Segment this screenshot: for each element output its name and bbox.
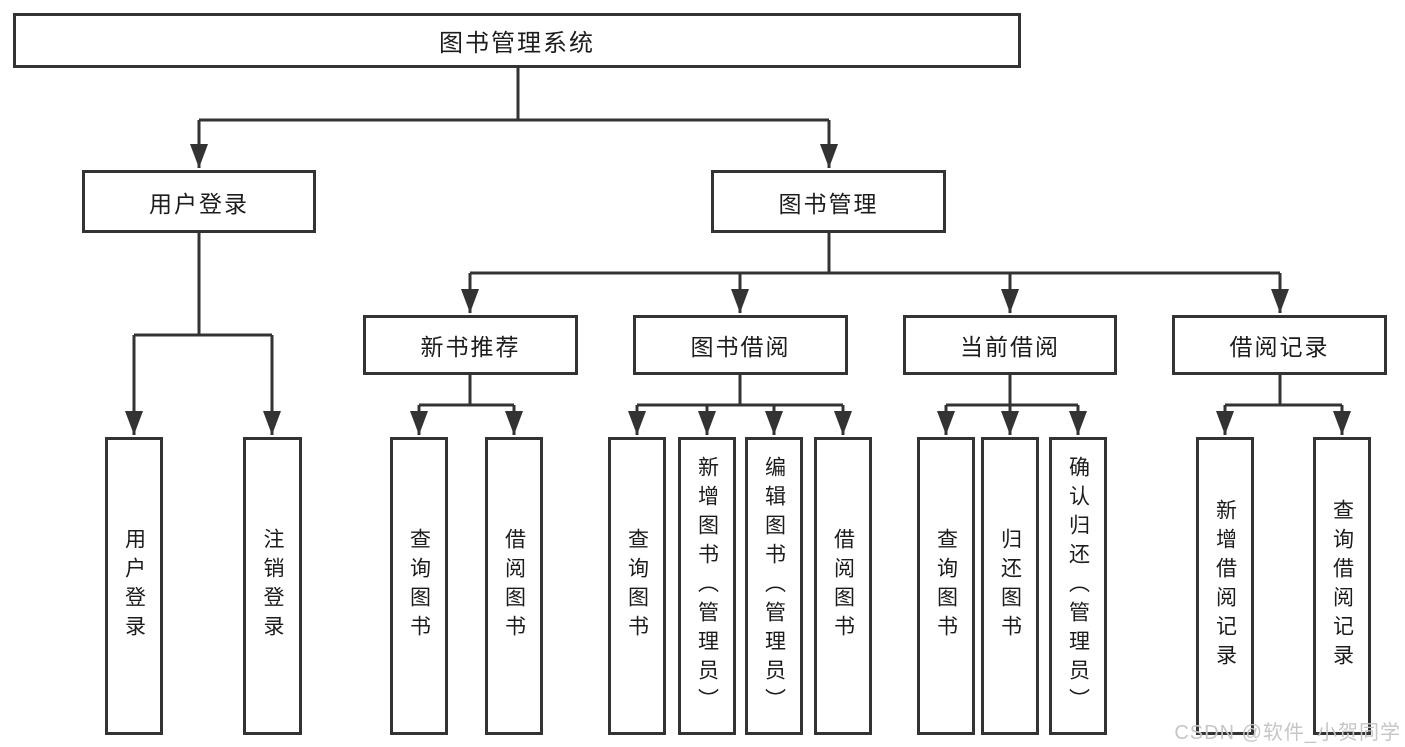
- node-user-login: 用户登录: [82, 170, 316, 233]
- leaf-user-login: 用户登录: [105, 437, 163, 735]
- node-book-borrowing: 图书借阅: [633, 315, 848, 375]
- connector-borrowing-records-children: [1216, 375, 1351, 435]
- leaf-add-books-admin: 新增图书（管理员）: [678, 437, 736, 735]
- connector-root-to-level2: [190, 68, 838, 168]
- leaf-logout: 注销登录: [243, 437, 302, 735]
- leaf-query-books-borrowing: 查询图书: [608, 437, 666, 735]
- node-library-management-system: 图书管理系统: [13, 13, 1021, 68]
- node-book-management: 图书管理: [711, 170, 946, 233]
- node-borrowing-records: 借阅记录: [1172, 315, 1387, 375]
- node-new-book-recommendation: 新书推荐: [363, 315, 578, 375]
- leaf-add-borrow-record: 新增借阅记录: [1196, 437, 1254, 735]
- connector-current-borrowing-children: [937, 375, 1087, 435]
- connector-book-borrowing-children: [628, 375, 852, 435]
- connector-book-management-children: [461, 233, 1289, 313]
- leaf-query-borrow-record: 查询借阅记录: [1313, 437, 1371, 735]
- node-current-borrowing: 当前借阅: [903, 315, 1117, 375]
- leaf-query-books-current: 查询图书: [917, 437, 975, 735]
- leaf-edit-books-admin: 编辑图书（管理员）: [745, 437, 803, 735]
- csdn-watermark: CSDN @软件_小贺同学: [1174, 722, 1401, 744]
- leaf-confirm-return-admin: 确认归还（管理员）: [1049, 437, 1107, 735]
- leaf-borrow-books-borrowing: 借阅图书: [814, 437, 872, 735]
- leaf-borrow-books-recommend: 借阅图书: [485, 437, 543, 735]
- connector-user-login-children: [125, 233, 281, 435]
- connector-new-book-recommendation-children: [410, 375, 523, 435]
- leaf-query-books-recommend: 查询图书: [390, 437, 448, 735]
- leaf-return-books: 归还图书: [981, 437, 1039, 735]
